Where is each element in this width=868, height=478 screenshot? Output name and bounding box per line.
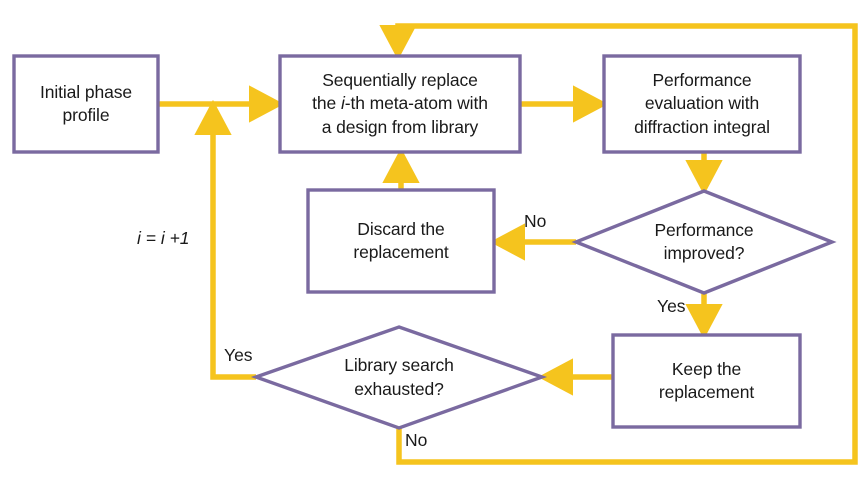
node-performance-evaluation — [602, 54, 802, 154]
edge-library-yes-to-loop — [194, 99, 256, 380]
edge-library-no-to-top-loop — [379, 23, 858, 465]
node-sequentially-replace — [278, 54, 522, 154]
node-discard-the-replacement — [306, 188, 496, 294]
node-performance-improved — [571, 189, 837, 295]
node-library-search-exhausted — [250, 325, 548, 430]
node-initial-phase-profile — [12, 54, 160, 154]
node-keep-the-replacement — [611, 333, 802, 429]
